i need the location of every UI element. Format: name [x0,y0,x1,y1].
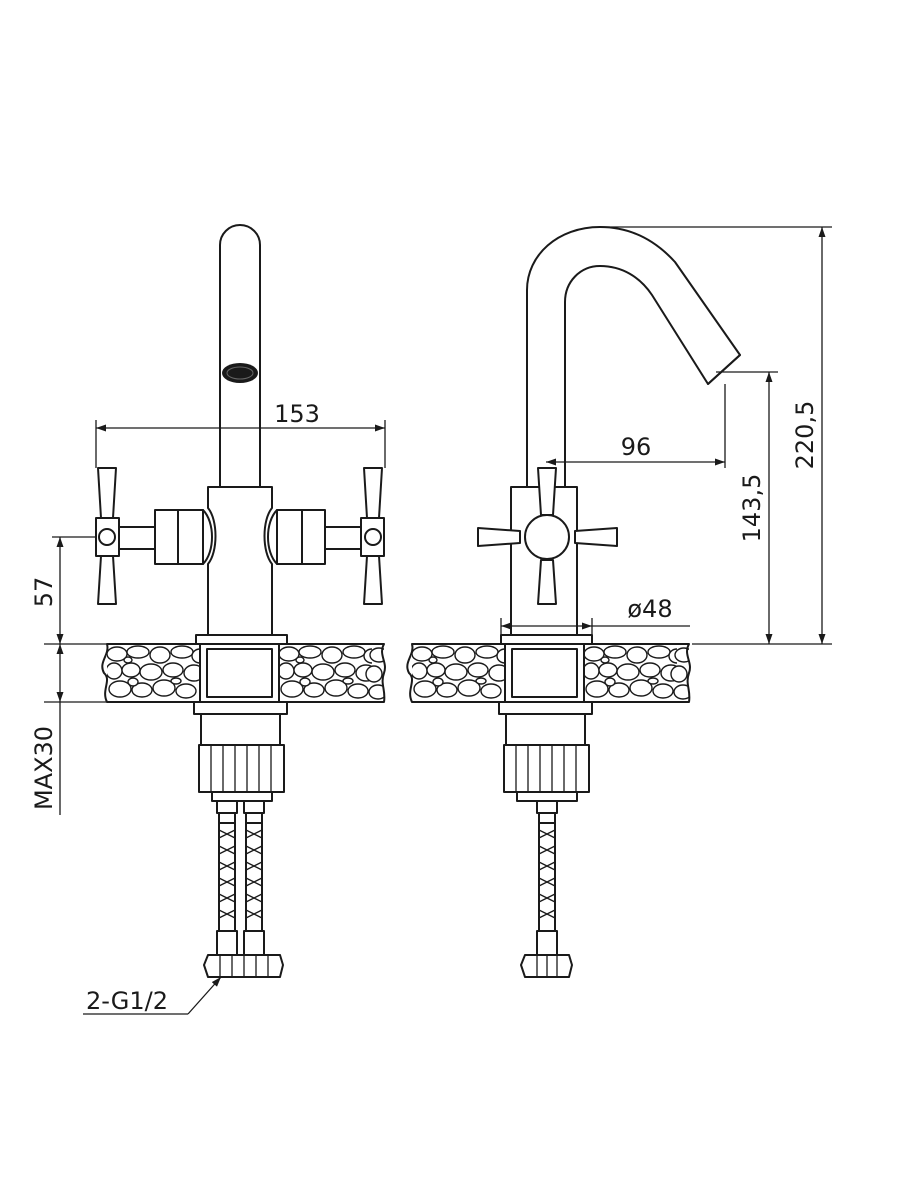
side-base-flange [500,634,593,645]
label-overall-width: 153 [274,400,320,428]
dimension-143-5: 143,5 [692,371,832,645]
dimension-220-5: 220,5 [600,226,832,644]
label-outlet-height: 143,5 [738,474,766,543]
dimension-57: 57 [30,536,96,644]
callout-thread: 2-G1/2 [83,976,222,1015]
left-valve-housing [154,509,179,565]
front-base-flange [195,634,288,645]
side-cross-handle [477,467,618,605]
dimension-96: 96 [546,384,726,468]
side-hose [520,800,573,978]
dimension-153: 153 [95,400,386,468]
right-valve-housing [301,509,326,565]
label-thread: 2-G1/2 [86,987,168,1015]
label-base-diameter: ø48 [627,595,672,623]
front-countertop [101,643,386,703]
side-countertop [406,643,691,703]
right-cross-handle [360,467,385,605]
label-max-deck: MAX30 [30,726,58,810]
dimension-48: ø48 [500,595,690,635]
label-total-height: 220,5 [791,401,819,470]
left-cross-handle [95,467,120,605]
aerator-outlet [222,363,258,383]
side-view [406,226,741,978]
side-spout [526,226,741,488]
front-hoses [203,800,284,978]
dimension-max30: MAX30 [30,643,107,815]
front-view [95,224,386,978]
front-body [207,486,273,636]
label-spout-reach: 96 [621,433,652,461]
label-handle-height: 57 [30,577,58,608]
side-mounting-nut [503,744,590,793]
front-spout [219,224,261,488]
